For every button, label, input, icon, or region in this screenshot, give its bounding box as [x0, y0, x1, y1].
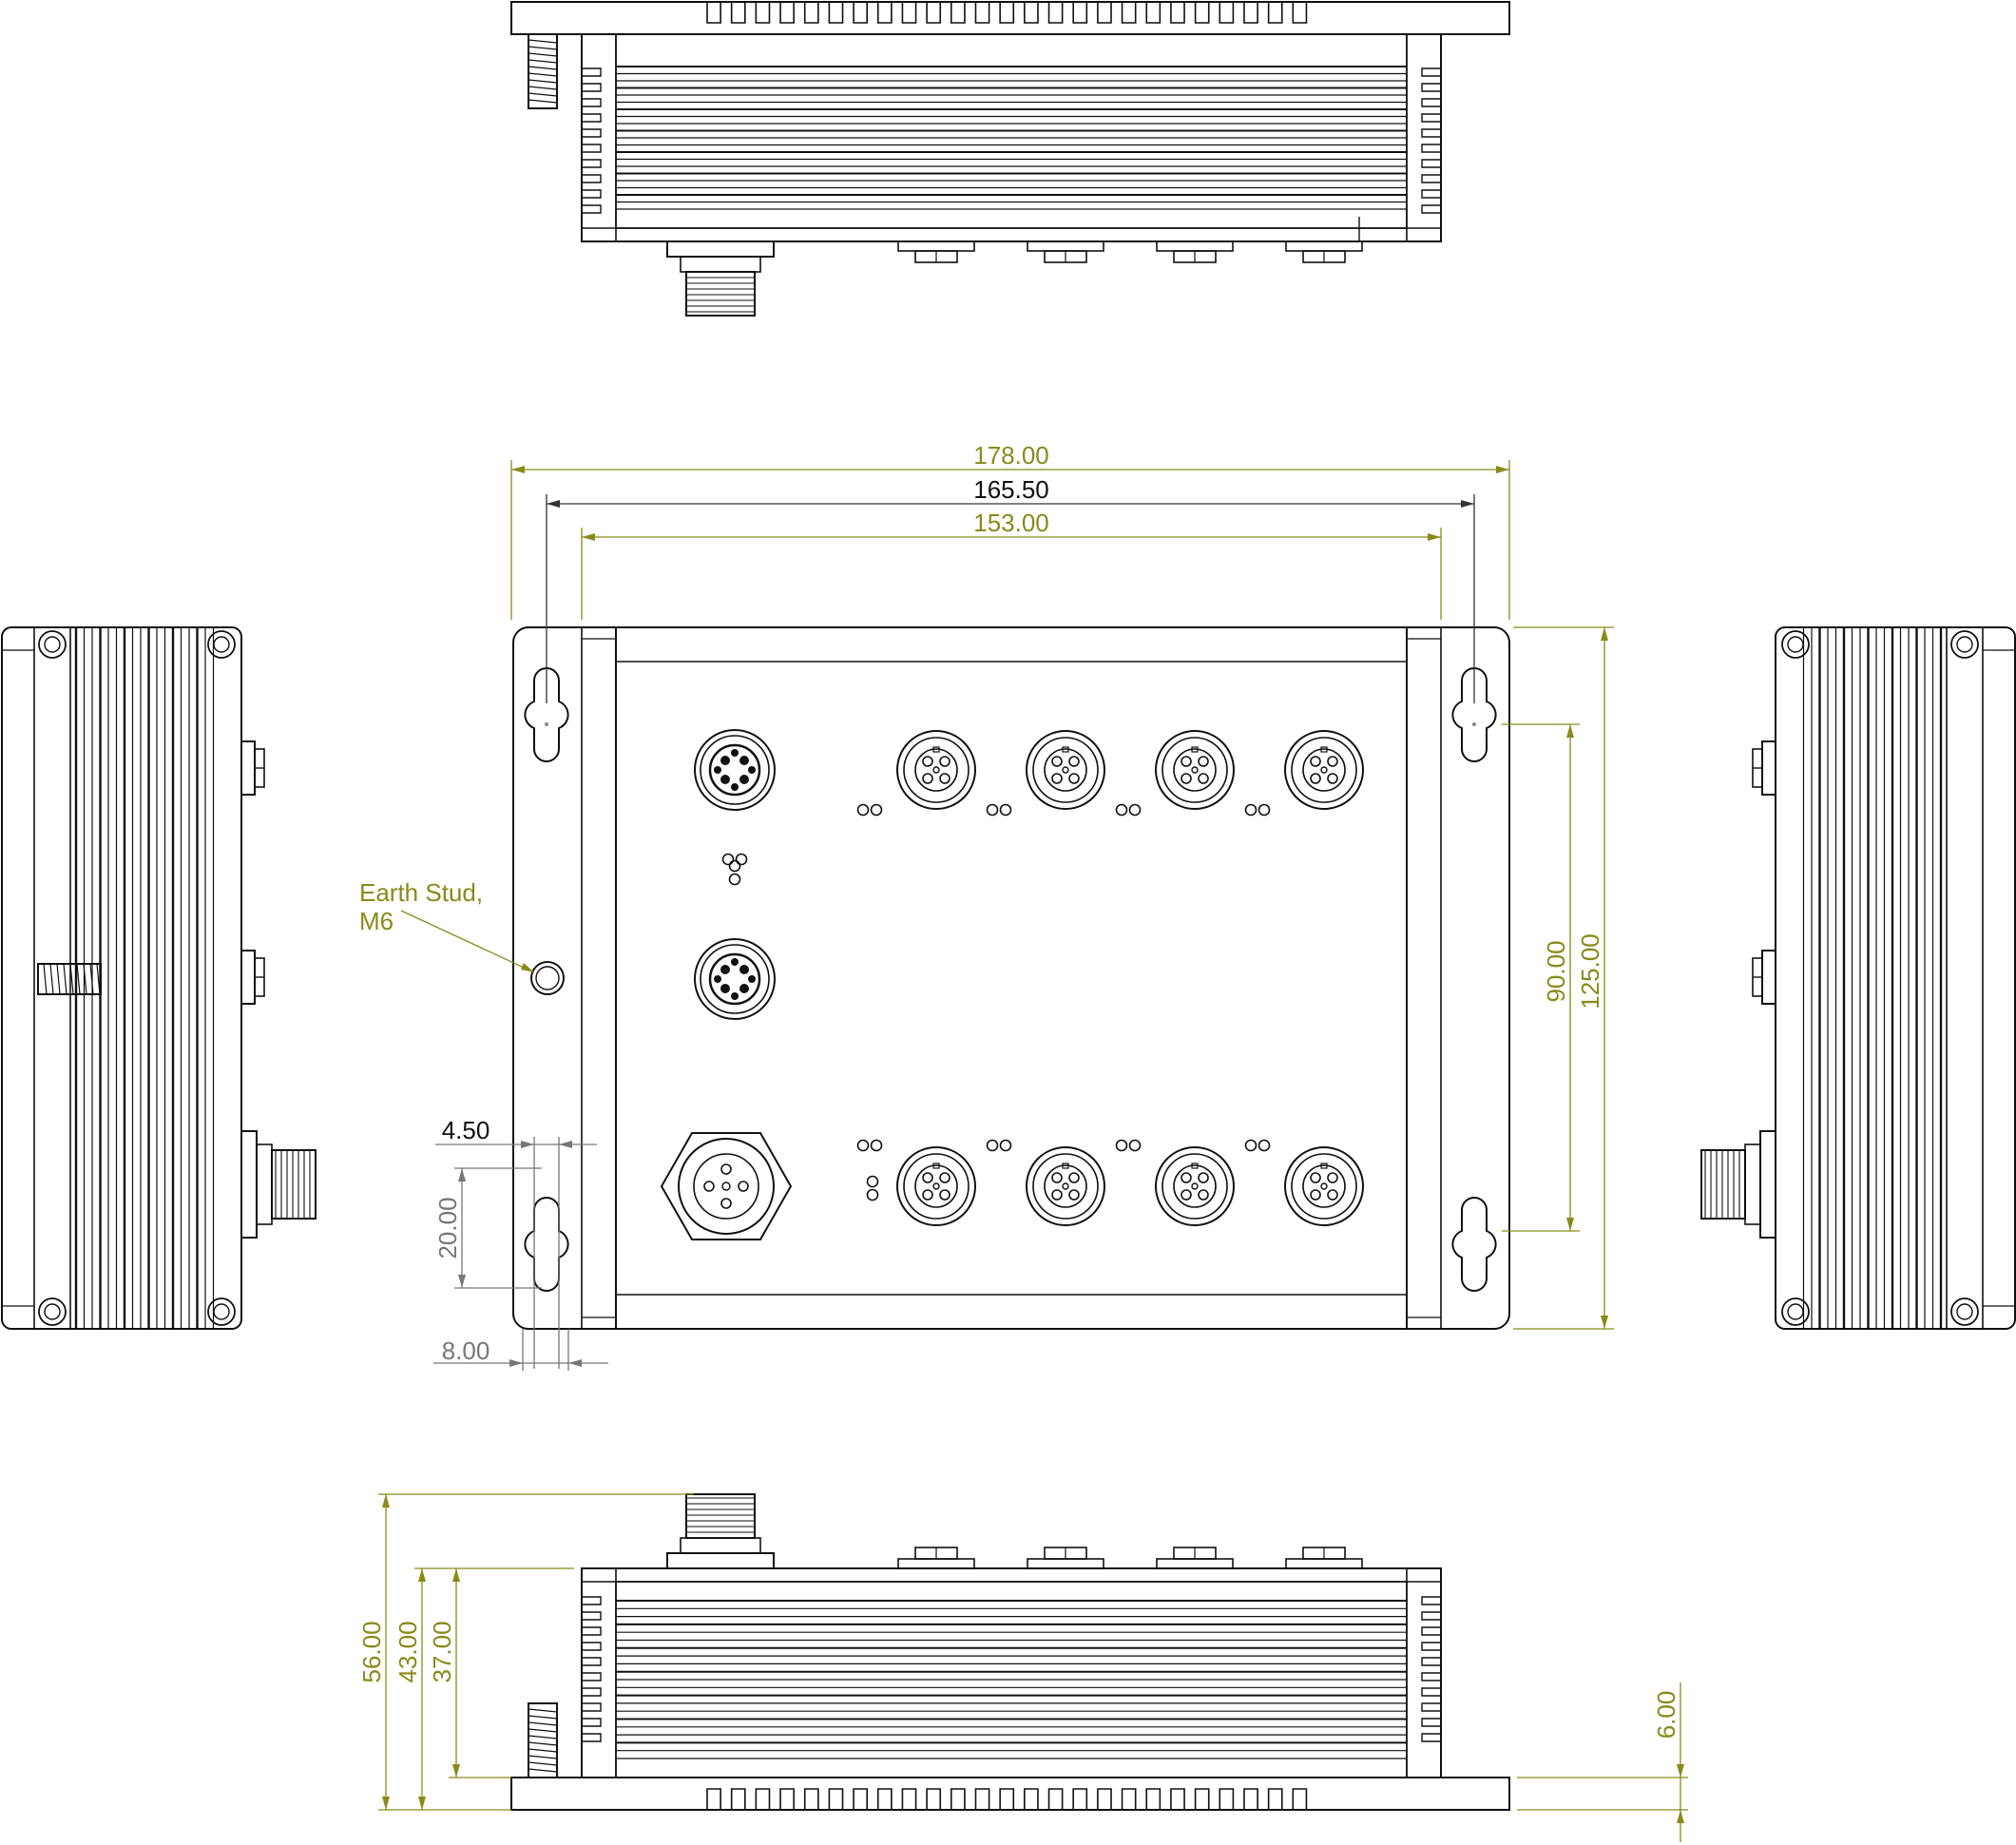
top-view: [510, 1, 1510, 317]
bottom-view: [510, 1493, 1510, 1811]
right-side-view: [1700, 626, 2016, 1330]
m12-port: [896, 1146, 976, 1226]
led-indicator: [986, 1139, 1012, 1152]
m12-port: [1284, 730, 1364, 810]
led-indicator: [856, 1139, 883, 1152]
power-connector-bottom: [666, 1493, 775, 1569]
bottom-dimension-labels: 56.00 43.00 37.00 6.00: [357, 1621, 1680, 1739]
power-connector-side: [1700, 1130, 1776, 1239]
left-side-view: [1, 626, 317, 1330]
bottom-dimension-lines: [378, 1493, 1688, 1842]
dim-inner-width: 153.00: [973, 509, 1049, 537]
m12-male-connector: [693, 937, 777, 1021]
side-connector: [240, 950, 265, 1005]
earth-stud-label: Earth Stud,: [359, 878, 483, 907]
led-indicator: [856, 803, 883, 817]
power-connector-side: [240, 1130, 317, 1239]
dim-hole-spacing-height: 90.00: [1542, 940, 1570, 1002]
dim-slot-width: 4.50: [442, 1116, 490, 1144]
power-connector-top: [666, 240, 775, 317]
led-indicator: [1244, 1139, 1271, 1152]
led-indicator: [721, 853, 748, 866]
power-connector-front: [660, 1132, 793, 1240]
led-indicator: [1115, 803, 1142, 817]
dim-overall-height: 125.00: [1576, 933, 1604, 1009]
led-indicator: [986, 803, 1012, 817]
m12-male-connector: [693, 728, 777, 812]
earth-stud-size-label: M6: [359, 907, 394, 935]
front-dimension-lines: [400, 460, 1614, 1371]
mounting-slot: [1451, 1197, 1497, 1292]
dim-housing-height: 37.00: [428, 1621, 456, 1682]
front-dimension-labels: 178.00 165.50 153.00 90.00 125.00 4.50 2…: [359, 441, 1604, 1365]
led-indicator: [1115, 1139, 1142, 1152]
earth-stud-front: [530, 961, 565, 995]
earth-stud-side: [37, 963, 102, 995]
m12-port: [1155, 1146, 1235, 1226]
side-connector: [240, 740, 265, 796]
dim-body-height: 43.00: [394, 1621, 422, 1682]
led-indicator: [1244, 803, 1271, 817]
m12-port: [1026, 1146, 1105, 1226]
dim-flange-thickness: 6.00: [1652, 1691, 1680, 1739]
front-view: [512, 626, 1510, 1330]
m12-port: [896, 730, 976, 810]
earth-stud-top: [528, 33, 558, 109]
m12-port: [1026, 730, 1105, 810]
m12-port: [1284, 1146, 1364, 1226]
dim-hole-spacing-width: 165.50: [973, 475, 1049, 504]
mounting-slot: [524, 1197, 569, 1292]
dim-slot-length: 20.00: [433, 1197, 462, 1259]
earth-stud-bottom: [528, 1702, 558, 1778]
dim-overall-width: 178.00: [973, 441, 1049, 470]
m12-port: [1155, 730, 1235, 810]
dim-total-height: 56.00: [357, 1621, 386, 1682]
dim-slot-edge-offset: 8.00: [442, 1336, 490, 1365]
